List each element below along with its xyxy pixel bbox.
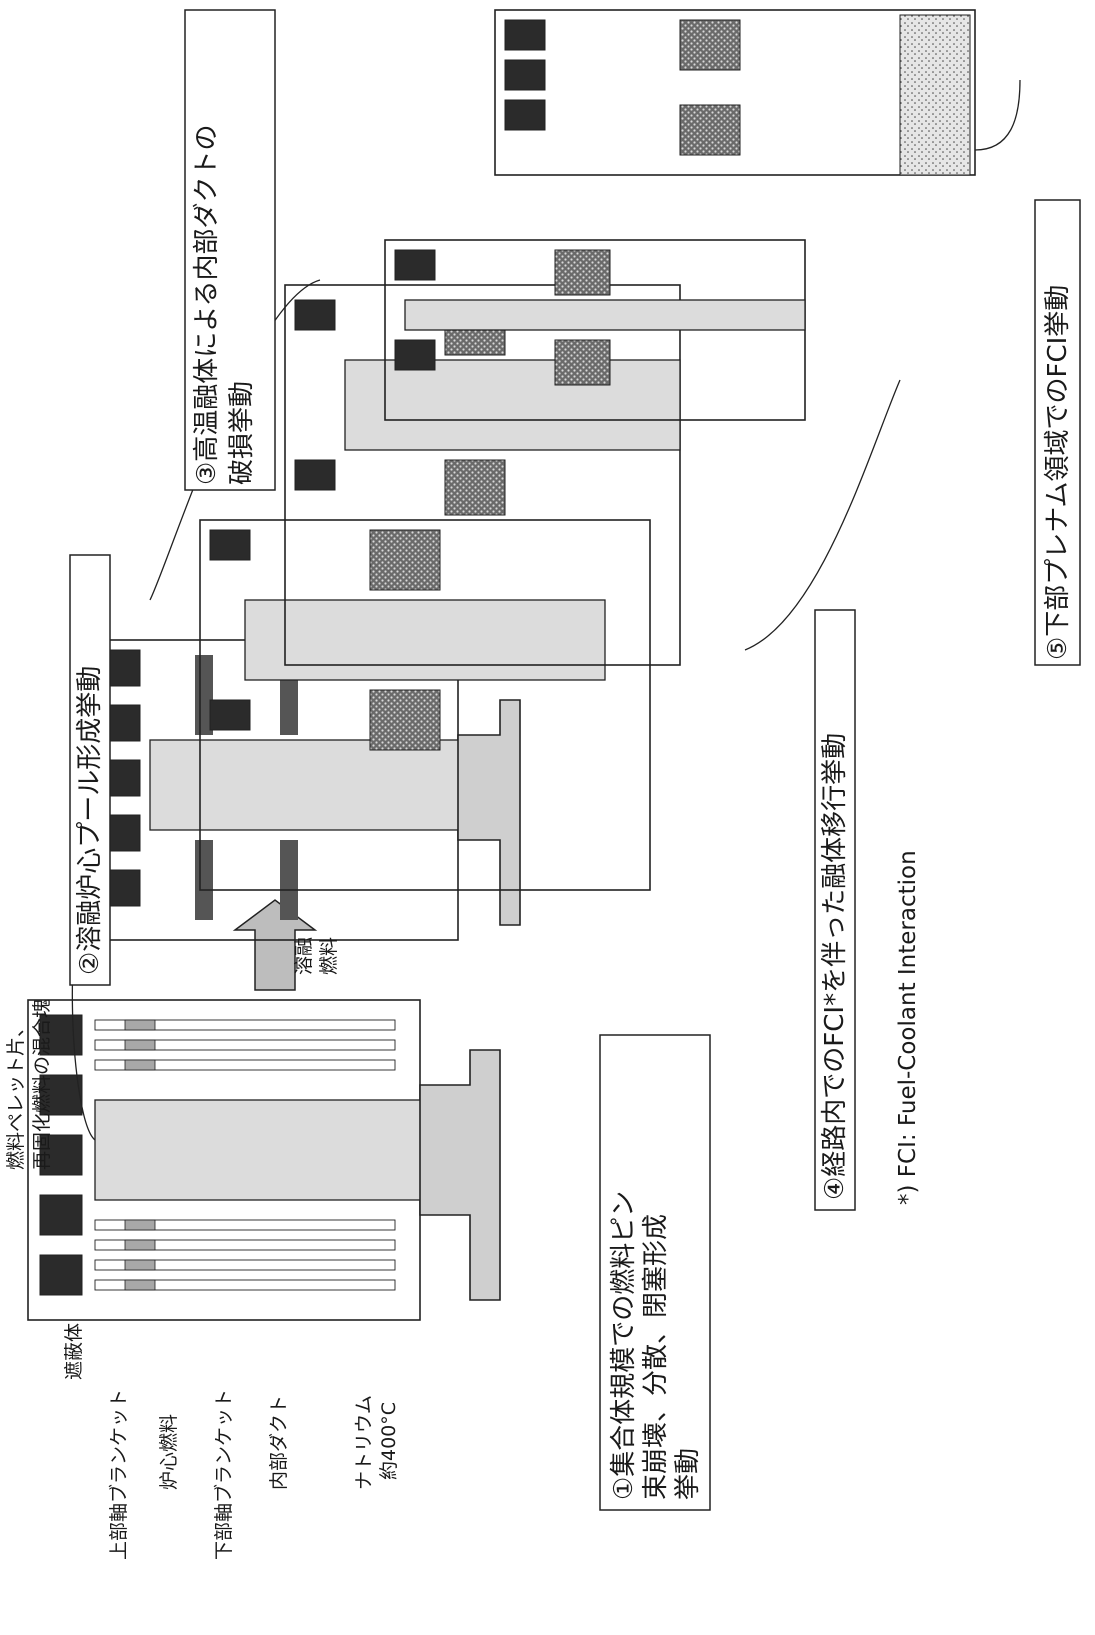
stage-1-line3: 挙動 — [673, 1448, 703, 1500]
stage-2-text: ②溶融炉心プール形成挙動 — [75, 666, 105, 975]
label-sodium-2: 約400°C — [378, 1402, 400, 1480]
label-molten-fuel-2: 燃料 — [318, 937, 340, 975]
stage-3-line1: ③高温融体による内部ダクトの — [192, 124, 222, 485]
left-labels: 遮蔽体 上部軸ブランケット 炉心燃料 下部軸ブランケット 内部ダクト ナトリウム… — [63, 1323, 400, 1560]
stage-5-box: ⑤下部プレナム領域でのFCI挙動 — [1035, 200, 1080, 665]
assembly-2 — [88, 640, 520, 940]
assembly-3 — [200, 520, 650, 890]
label-shield: 遮蔽体 — [63, 1323, 85, 1380]
assembly-6 — [495, 10, 975, 175]
stage-5-text: ⑤下部プレナム領域でのFCI挙動 — [1043, 285, 1073, 660]
label-core-fuel: 炉心燃料 — [158, 1414, 180, 1490]
stage-1-box: ①集合体規模での燃料ピン 束崩壊、分散、閉塞形成 挙動 — [600, 1035, 710, 1510]
label-upper-blanket: 上部軸ブランケット — [107, 1389, 130, 1560]
stage-4-box: ④経路内でのFCI*を伴った融体移行挙動 — [815, 610, 855, 1210]
rotated-figure — [28, 10, 1020, 1320]
footnote: *) FCI: Fuel-Coolant Interaction — [895, 850, 921, 1205]
stage-4-text: ④経路内でのFCI*を伴った融体移行挙動 — [820, 733, 850, 1200]
molten-fuel-label: 溶融 燃料 — [293, 937, 340, 975]
label-mixture-1: 燃料ペレット片、 — [5, 1018, 27, 1170]
label-molten-fuel-1: 溶融 — [293, 937, 315, 975]
label-sodium-1: ナトリウム — [353, 1395, 375, 1490]
stage-3-box: ③高温融体による内部ダクトの 破損挙動 — [185, 10, 275, 490]
label-mixture-2: 再固化燃料の混合塊 — [31, 999, 53, 1170]
stage-1-line1: ①集合体規模での燃料ピン — [609, 1191, 639, 1500]
label-inner-duct: 内部ダクト — [268, 1395, 290, 1490]
label-lower-blanket: 下部軸ブランケット — [212, 1389, 235, 1560]
brace-4 — [975, 80, 1020, 150]
stage-2-box: ②溶融炉心プール形成挙動 — [70, 555, 110, 985]
mixture-label: 燃料ペレット片、 再固化燃料の混合塊 — [5, 999, 53, 1170]
assembly-1 — [28, 1000, 500, 1320]
stage-3-line2: 破損挙動 — [227, 381, 257, 485]
stage-1-line2: 束崩壊、分散、閉塞形成 — [641, 1214, 671, 1500]
